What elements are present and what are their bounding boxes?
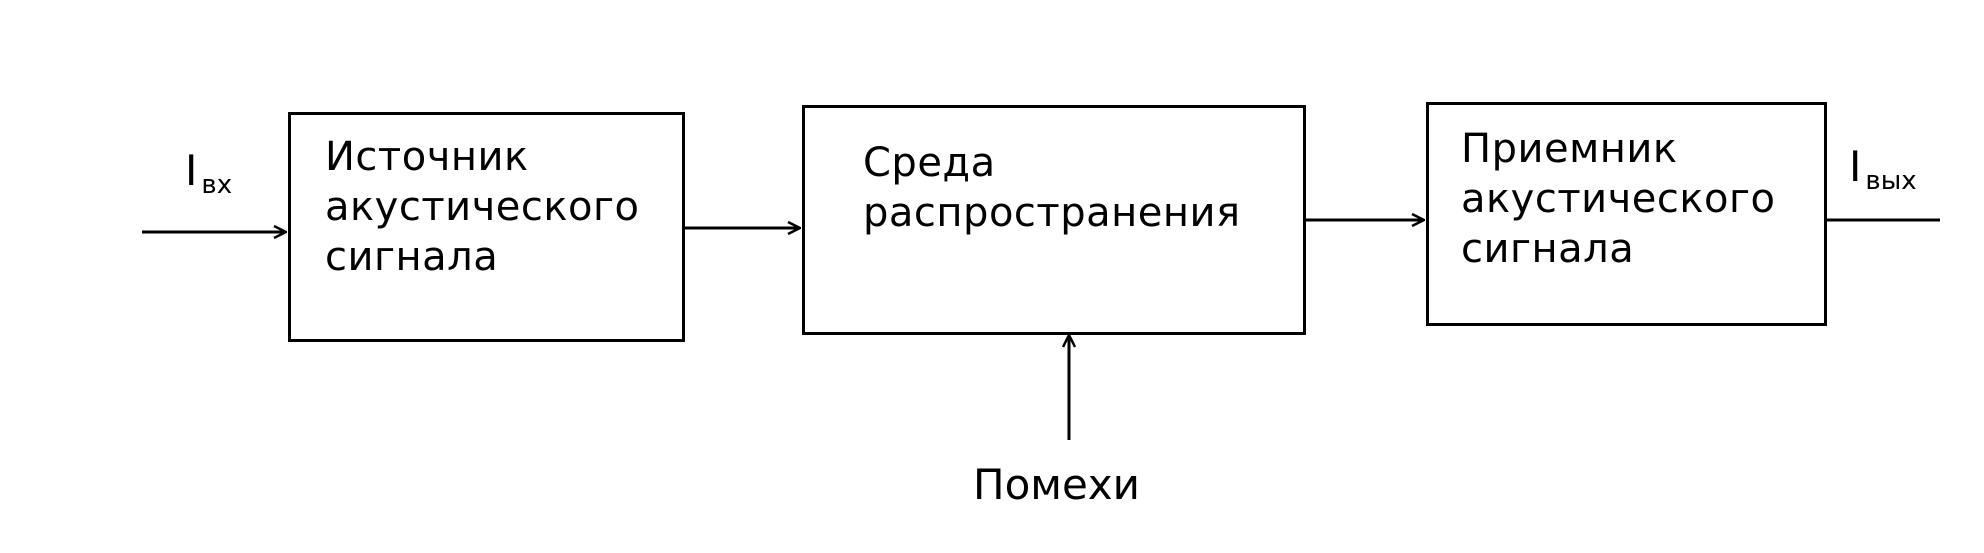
- source-block-label: Источник акустического сигнала: [325, 132, 640, 282]
- output-signal-symbol: I: [1849, 142, 1862, 191]
- input-signal-subscript: вх: [201, 170, 233, 200]
- noise-label: Помехи: [973, 460, 1140, 509]
- receiver-block-line-1: Приемник: [1461, 126, 1678, 172]
- output-signal-subscript: вых: [1865, 166, 1917, 196]
- receiver-block-line-3: сигнала: [1461, 226, 1635, 272]
- medium-block-label: Среда распространения: [863, 138, 1241, 238]
- source-block: [288, 112, 685, 342]
- medium-block: [802, 105, 1306, 335]
- receiver-block-label: Приемник акустического сигнала: [1461, 124, 1776, 274]
- medium-block-line-2: распространения: [863, 190, 1241, 236]
- receiver-block: [1426, 102, 1827, 326]
- source-block-line-3: сигнала: [325, 234, 499, 280]
- receiver-block-line-2: акустического: [1461, 176, 1776, 222]
- source-block-line-1: Источник: [325, 134, 529, 180]
- input-signal-symbol: I: [185, 146, 198, 195]
- medium-block-line-1: Среда: [863, 140, 996, 186]
- source-block-line-2: акустического: [325, 184, 640, 230]
